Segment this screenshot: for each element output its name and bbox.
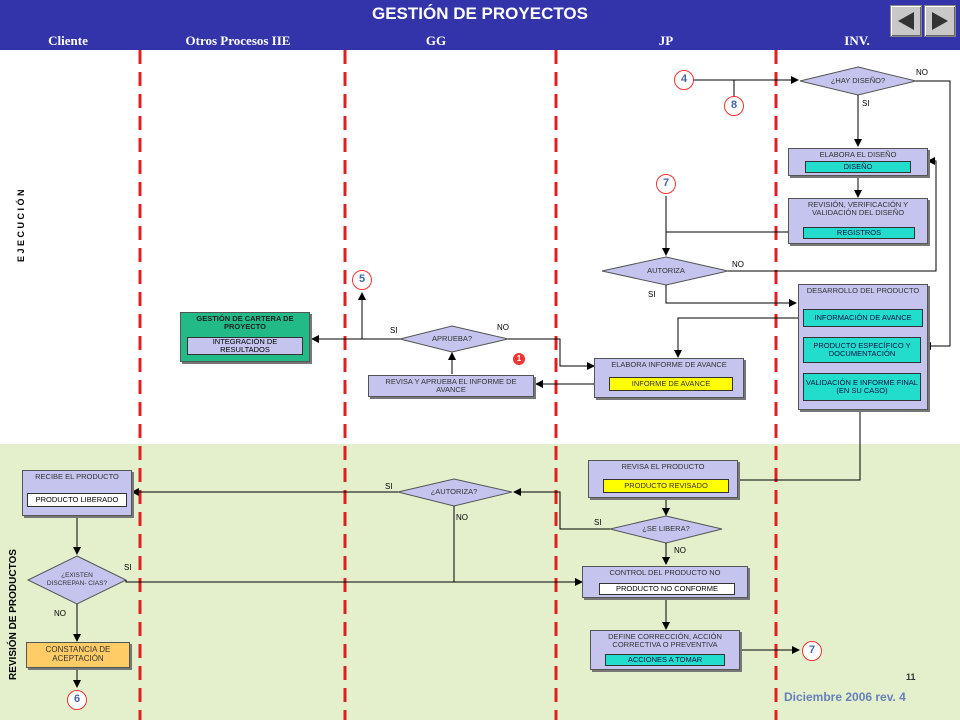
lane-gg: GG bbox=[425, 33, 447, 48]
next-page-button[interactable] bbox=[924, 5, 956, 37]
recibe-producto-title: RECIBE EL PRODUCTO bbox=[35, 472, 119, 481]
label-si-existen: SI bbox=[124, 563, 132, 572]
revisa-aprueba-box: REVISA Y APRUEBA EL INFORME DE AVANCE bbox=[368, 375, 534, 397]
revision-diseno-box: REVISIÓN, VERIFICACIÓN Y VALIDACIÓN DEL … bbox=[788, 198, 928, 244]
acciones-doc: ACCIONES A TOMAR bbox=[605, 654, 725, 666]
constancia-title: CONSTANCIA DE ACEPTACIÓN bbox=[45, 645, 111, 663]
lane-inv: INV. bbox=[844, 33, 870, 48]
lane-dividers bbox=[138, 50, 778, 720]
elabora-informe-title: ELABORA INFORME DE AVANCE bbox=[611, 360, 727, 369]
lane-cliente: Cliente bbox=[48, 33, 88, 48]
define-correccion-box: DEFINE CORRECCIÓN, ACCIÓN CORRECTIVA O P… bbox=[590, 630, 740, 670]
validacion-doc: VALIDACIÓN E INFORME FINAL (EN SU CASO) bbox=[803, 373, 921, 401]
connector-7-top: 7 bbox=[656, 174, 676, 194]
diseno-doc: DISEÑO bbox=[805, 161, 911, 173]
connector-7-bottom: 7 bbox=[802, 641, 822, 661]
label-no-autoriza: NO bbox=[732, 260, 744, 269]
constancia-box: CONSTANCIA DE ACEPTACIÓN bbox=[26, 642, 130, 668]
label-no-autoriza2: NO bbox=[456, 513, 468, 522]
prev-page-button[interactable] bbox=[890, 5, 922, 37]
page-number: 11 bbox=[906, 672, 916, 682]
revision-diseno-title: REVISIÓN, VERIFICACIÓN Y VALIDACIÓN DEL … bbox=[807, 200, 909, 217]
connector-5: 5 bbox=[352, 270, 372, 290]
lane-jp: JP bbox=[658, 33, 674, 48]
revisa-producto-title: REVISA EL PRODUCTO bbox=[621, 462, 705, 471]
integracion-doc: INTEGRACIÓN DE RESULTADOS bbox=[187, 337, 303, 355]
footer-date: Diciembre 2006 rev. 4 bbox=[784, 690, 906, 704]
elabora-informe-box: ELABORA INFORME DE AVANCE INFORME DE AVA… bbox=[594, 358, 744, 398]
autoriza2-text: ¿AUTORIZA? bbox=[430, 487, 478, 496]
elabora-diseno-title: ELABORA EL DISEÑO bbox=[819, 150, 897, 159]
desarrollo-box: DESARROLLO DEL PRODUCTO INFORMACIÓN DE A… bbox=[798, 284, 928, 410]
gestion-cartera-box: GESTIÓN DE CARTERA DE PROYECTO INTEGRACI… bbox=[180, 312, 310, 362]
producto-no-conforme-doc: PRODUCTO NO CONFORME bbox=[599, 583, 735, 595]
label-no-existen: NO bbox=[54, 609, 66, 618]
control-producto-box: CONTROL DEL PRODUCTO NO PRODUCTO NO CONF… bbox=[582, 566, 748, 598]
label-no-libera: NO bbox=[674, 546, 686, 555]
elabora-diseno-box: ELABORA EL DISEÑO DISEÑO bbox=[788, 148, 928, 176]
revisa-producto-box: REVISA EL PRODUCTO PRODUCTO REVISADO bbox=[588, 460, 738, 498]
label-si-aprueba: SI bbox=[390, 326, 398, 335]
gestion-cartera-title: GESTIÓN DE CARTERA DE PROYECTO bbox=[196, 314, 294, 331]
label-si-autoriza2: SI bbox=[385, 482, 393, 491]
connector-1: 1 bbox=[513, 353, 525, 365]
aprueba-text: APRUEBA? bbox=[431, 334, 473, 343]
label-no-hay: NO bbox=[916, 68, 928, 77]
lane-otros-procesos: Otros Procesos IIE bbox=[185, 33, 291, 48]
producto-especifico-doc: PRODUCTO ESPECÍFICO Y DOCUMENTACIÓN bbox=[803, 337, 921, 363]
producto-revisado-doc: PRODUCTO REVISADO bbox=[603, 479, 729, 493]
desarrollo-title: DESARROLLO DEL PRODUCTO bbox=[806, 286, 920, 295]
informe-avance-doc: INFORME DE AVANCE bbox=[609, 377, 733, 391]
label-si-autoriza: SI bbox=[648, 290, 656, 299]
label-si-hay: SI bbox=[862, 99, 870, 108]
page-title: GESTIÓN DE PROYECTOS bbox=[371, 4, 588, 23]
connector-4: 4 bbox=[674, 70, 694, 90]
control-producto-title: CONTROL DEL PRODUCTO NO bbox=[609, 568, 721, 577]
hay-diseno-text: ¿HAY DISEÑO? bbox=[830, 76, 886, 85]
label-si-libera: SI bbox=[594, 518, 602, 527]
label-no-aprueba: NO bbox=[497, 323, 509, 332]
revisa-aprueba-title: REVISA Y APRUEBA EL INFORME DE AVANCE bbox=[385, 377, 517, 394]
connector-8: 8 bbox=[724, 96, 744, 116]
autoriza-text: AUTORIZA bbox=[647, 266, 685, 275]
registros-doc: REGISTROS bbox=[803, 227, 915, 239]
header-bar bbox=[0, 0, 960, 50]
producto-liberado-doc: PRODUCTO LIBERADO bbox=[27, 493, 127, 507]
define-correccion-title: DEFINE CORRECCIÓN, ACCIÓN CORRECTIVA O P… bbox=[608, 632, 722, 649]
existen-text: ¿EXISTEN DISCREPAN- CIAS? bbox=[46, 572, 108, 587]
connector-6: 6 bbox=[67, 690, 87, 710]
prev-arrow-icon bbox=[898, 12, 914, 30]
se-libera-text: ¿SE LIBERA? bbox=[642, 524, 690, 533]
recibe-producto-box: RECIBE EL PRODUCTO PRODUCTO LIBERADO bbox=[22, 470, 132, 516]
next-arrow-icon bbox=[932, 12, 948, 30]
informacion-avance-doc: INFORMACIÓN DE AVANCE bbox=[803, 309, 923, 327]
